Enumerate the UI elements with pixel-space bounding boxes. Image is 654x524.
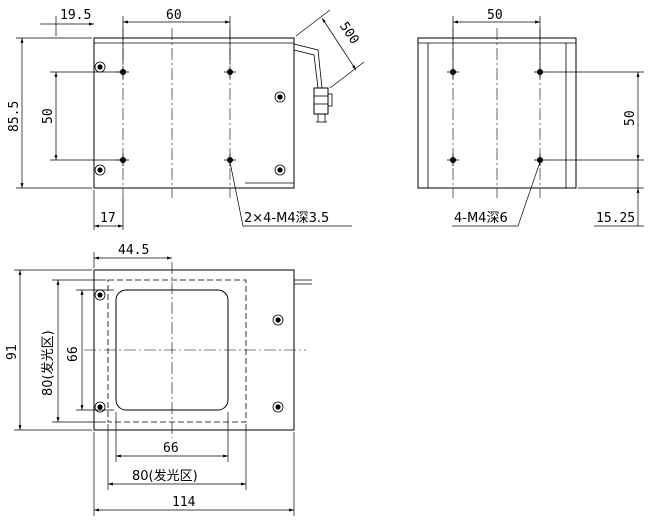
dim-label: 80(发光区) — [40, 330, 56, 396]
dim-side-vertical: 50 — [546, 71, 644, 161]
front-view — [93, 28, 333, 198]
dim-height: 85.5 — [7, 37, 92, 189]
dim-label: 44.5 — [118, 243, 149, 258]
dim-window-horizontal: 66 — [115, 412, 229, 462]
callout-text: 4-M4深6 — [454, 211, 508, 226]
dim-overall-width: 114 — [93, 432, 295, 516]
dim-emit-area-vertical: 80(发光区) — [40, 279, 106, 423]
screw-icon — [94, 61, 106, 73]
tapped-hole-icon — [117, 66, 129, 78]
screw-icon — [274, 164, 286, 176]
dim-label: 91 — [5, 344, 20, 360]
tapped-hole-icon — [447, 154, 459, 166]
dim-label: 15.25 — [596, 211, 635, 226]
tapped-hole-icon — [224, 154, 236, 166]
dim-label: 66 — [66, 346, 81, 362]
dim-side-hole-spacing: 50 — [452, 8, 541, 66]
dim-hole-vertical: 50 — [41, 71, 120, 161]
dim-side-offset: 15.25 — [578, 160, 644, 227]
emit-area-outline — [107, 279, 247, 423]
screw-icon — [274, 91, 286, 103]
screw-icon — [94, 289, 106, 301]
side-holes-callout: 4-M4深6 — [452, 161, 541, 227]
front-view-body — [93, 37, 295, 189]
dim-label: 19.5 — [60, 8, 91, 23]
dim-label: 17 — [100, 211, 116, 226]
dim-bottom-offset: 17 — [93, 190, 124, 230]
dim-top-hole-spacing: 60 — [122, 8, 231, 64]
tapped-hole-icon — [534, 66, 546, 78]
screw-icon — [94, 164, 106, 176]
dim-label: 50 — [623, 110, 638, 126]
dim-emit-area-horizontal: 80(发光区) — [107, 424, 247, 490]
tapped-hole-icon — [447, 66, 459, 78]
screw-icon — [94, 401, 106, 413]
side-view — [417, 28, 577, 198]
dim-cable-length: 500 — [295, 9, 365, 89]
dim-label: 50 — [41, 108, 56, 124]
cable — [293, 49, 319, 89]
dim-label: 85.5 — [7, 101, 22, 132]
connector-icon — [313, 87, 333, 123]
dim-label: 60 — [166, 8, 182, 23]
screw-icon — [272, 401, 284, 413]
tapped-hole-icon — [224, 66, 236, 78]
dim-label: 114 — [172, 495, 196, 510]
bottom-view — [84, 262, 312, 438]
dim-label: 66 — [163, 441, 179, 456]
front-holes-callout: 2×4-M4深3.5 — [229, 161, 352, 227]
screw-icon — [272, 314, 284, 326]
dim-top-left-offset: 19.5 — [40, 8, 94, 36]
callout-text: 2×4-M4深3.5 — [244, 211, 329, 226]
dim-overall-height: 91 — [5, 269, 92, 431]
dim-bottom-offset-label: 44.5 — [93, 243, 172, 268]
tapped-hole-icon — [534, 154, 546, 166]
dim-label: 500 — [336, 19, 362, 47]
dim-label: 80(发光区) — [132, 468, 198, 484]
dim-label: 50 — [487, 8, 503, 23]
dim-window-vertical: 66 — [66, 289, 114, 411]
cable — [293, 43, 323, 89]
